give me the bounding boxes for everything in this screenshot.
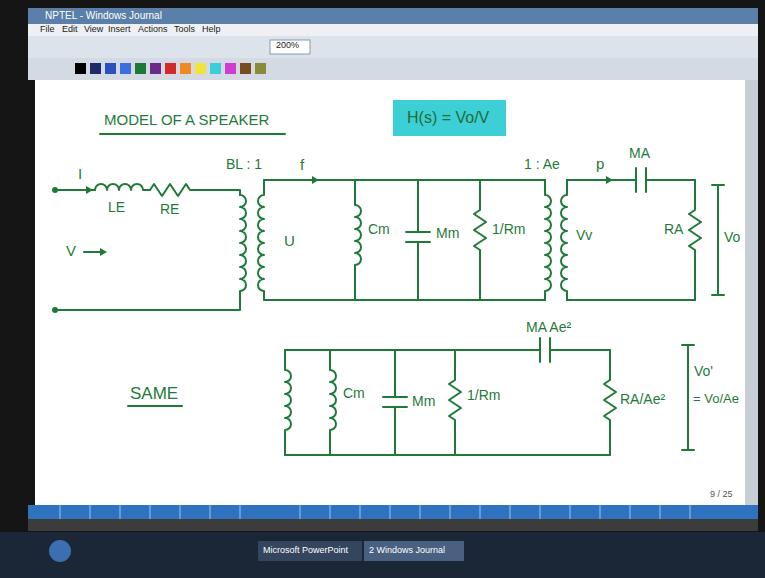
voltage-arrow bbox=[84, 251, 100, 253]
current-arrow bbox=[72, 189, 86, 191]
menu-item: View bbox=[84, 25, 103, 35]
transformer-secondary bbox=[561, 180, 567, 300]
transformer-primary bbox=[545, 180, 551, 300]
taskbar bbox=[0, 532, 765, 578]
terminal-dot bbox=[52, 187, 58, 193]
page-number: 9 / 25 bbox=[710, 490, 733, 500]
resistor-symbol bbox=[604, 350, 616, 455]
capacitor-symbol bbox=[406, 180, 430, 300]
same-underline bbox=[128, 405, 182, 407]
formula-box: H(s) = Vo/V bbox=[393, 100, 506, 136]
menu-item: Help bbox=[202, 25, 221, 35]
inductor-symbol bbox=[285, 350, 291, 455]
journal-page bbox=[35, 80, 745, 505]
start-button bbox=[49, 540, 71, 562]
resistor-symbol bbox=[689, 180, 701, 300]
menu-item: Insert bbox=[108, 25, 131, 35]
arrow-head bbox=[86, 186, 93, 194]
arrow-head bbox=[100, 248, 107, 256]
inductor-symbol bbox=[95, 184, 150, 190]
inductor-symbol bbox=[330, 350, 336, 455]
status-area bbox=[28, 519, 758, 531]
radiation-resistance-label: RA/Ae² bbox=[620, 392, 665, 407]
output-voltage-label: Vo' bbox=[694, 364, 713, 379]
page-strip bbox=[28, 505, 758, 519]
scrollbar bbox=[745, 80, 758, 505]
resistor-symbol bbox=[474, 180, 486, 300]
menu-item: Actions bbox=[138, 25, 168, 35]
voltage-label: V bbox=[66, 243, 76, 260]
mass-label: Mm bbox=[412, 394, 435, 409]
inductor-label: LE bbox=[108, 200, 125, 215]
terminal-dot bbox=[52, 307, 58, 313]
pressure-arrow bbox=[590, 179, 606, 181]
velocity-label: U bbox=[284, 233, 295, 250]
node-text: H(s) = Vo/V bbox=[407, 108, 492, 127]
arrow-head bbox=[606, 176, 613, 184]
transformer-primary bbox=[55, 195, 246, 310]
diagram-title: MODEL OF A SPEAKER bbox=[104, 112, 269, 129]
taskbar-button bbox=[364, 541, 464, 561]
menu-item: File bbox=[40, 25, 55, 35]
current-label: I bbox=[78, 166, 82, 183]
force-arrow bbox=[296, 179, 312, 181]
wire bbox=[285, 350, 610, 455]
output-voltage-label: Vo bbox=[724, 230, 740, 245]
taskbar-item: Microsoft PowerPoint bbox=[263, 546, 348, 556]
resistor-label: RE bbox=[160, 202, 179, 217]
inductor-symbol bbox=[355, 180, 361, 300]
output-voltage-bracket bbox=[712, 185, 724, 295]
zoom-level: 200% bbox=[276, 41, 299, 51]
resistance-label: 1/Rm bbox=[492, 222, 525, 237]
transformer-secondary bbox=[258, 180, 264, 300]
resistance-label: 1/Rm bbox=[467, 388, 500, 403]
turns-ratio: 1 : Ae bbox=[524, 157, 560, 172]
title-underline bbox=[100, 133, 285, 135]
taskbar-button bbox=[258, 541, 362, 561]
menu-item: Edit bbox=[62, 25, 78, 35]
acoustic-mass-label: MA bbox=[629, 146, 650, 161]
section-heading: SAME bbox=[130, 385, 178, 404]
resistor-symbol bbox=[150, 184, 240, 196]
turns-ratio: BL : 1 bbox=[226, 157, 262, 172]
title-bar bbox=[28, 8, 758, 24]
output-voltage-relation: = Vo/Ae bbox=[693, 392, 739, 406]
output-voltage-bracket bbox=[682, 345, 694, 450]
menu-item: Tools bbox=[174, 25, 195, 35]
toolbar bbox=[28, 36, 758, 58]
strip-segments bbox=[60, 505, 690, 519]
resistor-symbol bbox=[449, 350, 461, 455]
radiation-resistance-label: RA bbox=[664, 222, 683, 237]
mass-label: Mm bbox=[436, 226, 459, 241]
arrow-head bbox=[312, 176, 319, 184]
wire bbox=[567, 180, 695, 300]
menu-bar bbox=[28, 24, 758, 36]
compliance-label: Cm bbox=[343, 386, 365, 401]
pressure-label: p bbox=[596, 156, 604, 173]
capacitor-symbol bbox=[540, 338, 550, 362]
acoustic-mass-label: MA Ae² bbox=[526, 320, 571, 335]
compliance-label: Cm bbox=[368, 222, 390, 237]
capacitor-symbol bbox=[383, 350, 407, 455]
capacitor-symbol bbox=[636, 168, 646, 192]
volume-velocity-label: Vv bbox=[576, 228, 592, 243]
zoom-box bbox=[270, 40, 310, 54]
window-title: NPTEL - Windows Journal bbox=[45, 10, 162, 21]
wire bbox=[264, 180, 545, 300]
toolbar-colors bbox=[28, 58, 758, 80]
force-label: f bbox=[300, 157, 304, 174]
taskbar-item: 2 Windows Journal bbox=[369, 546, 445, 556]
color-swatches bbox=[75, 63, 266, 74]
